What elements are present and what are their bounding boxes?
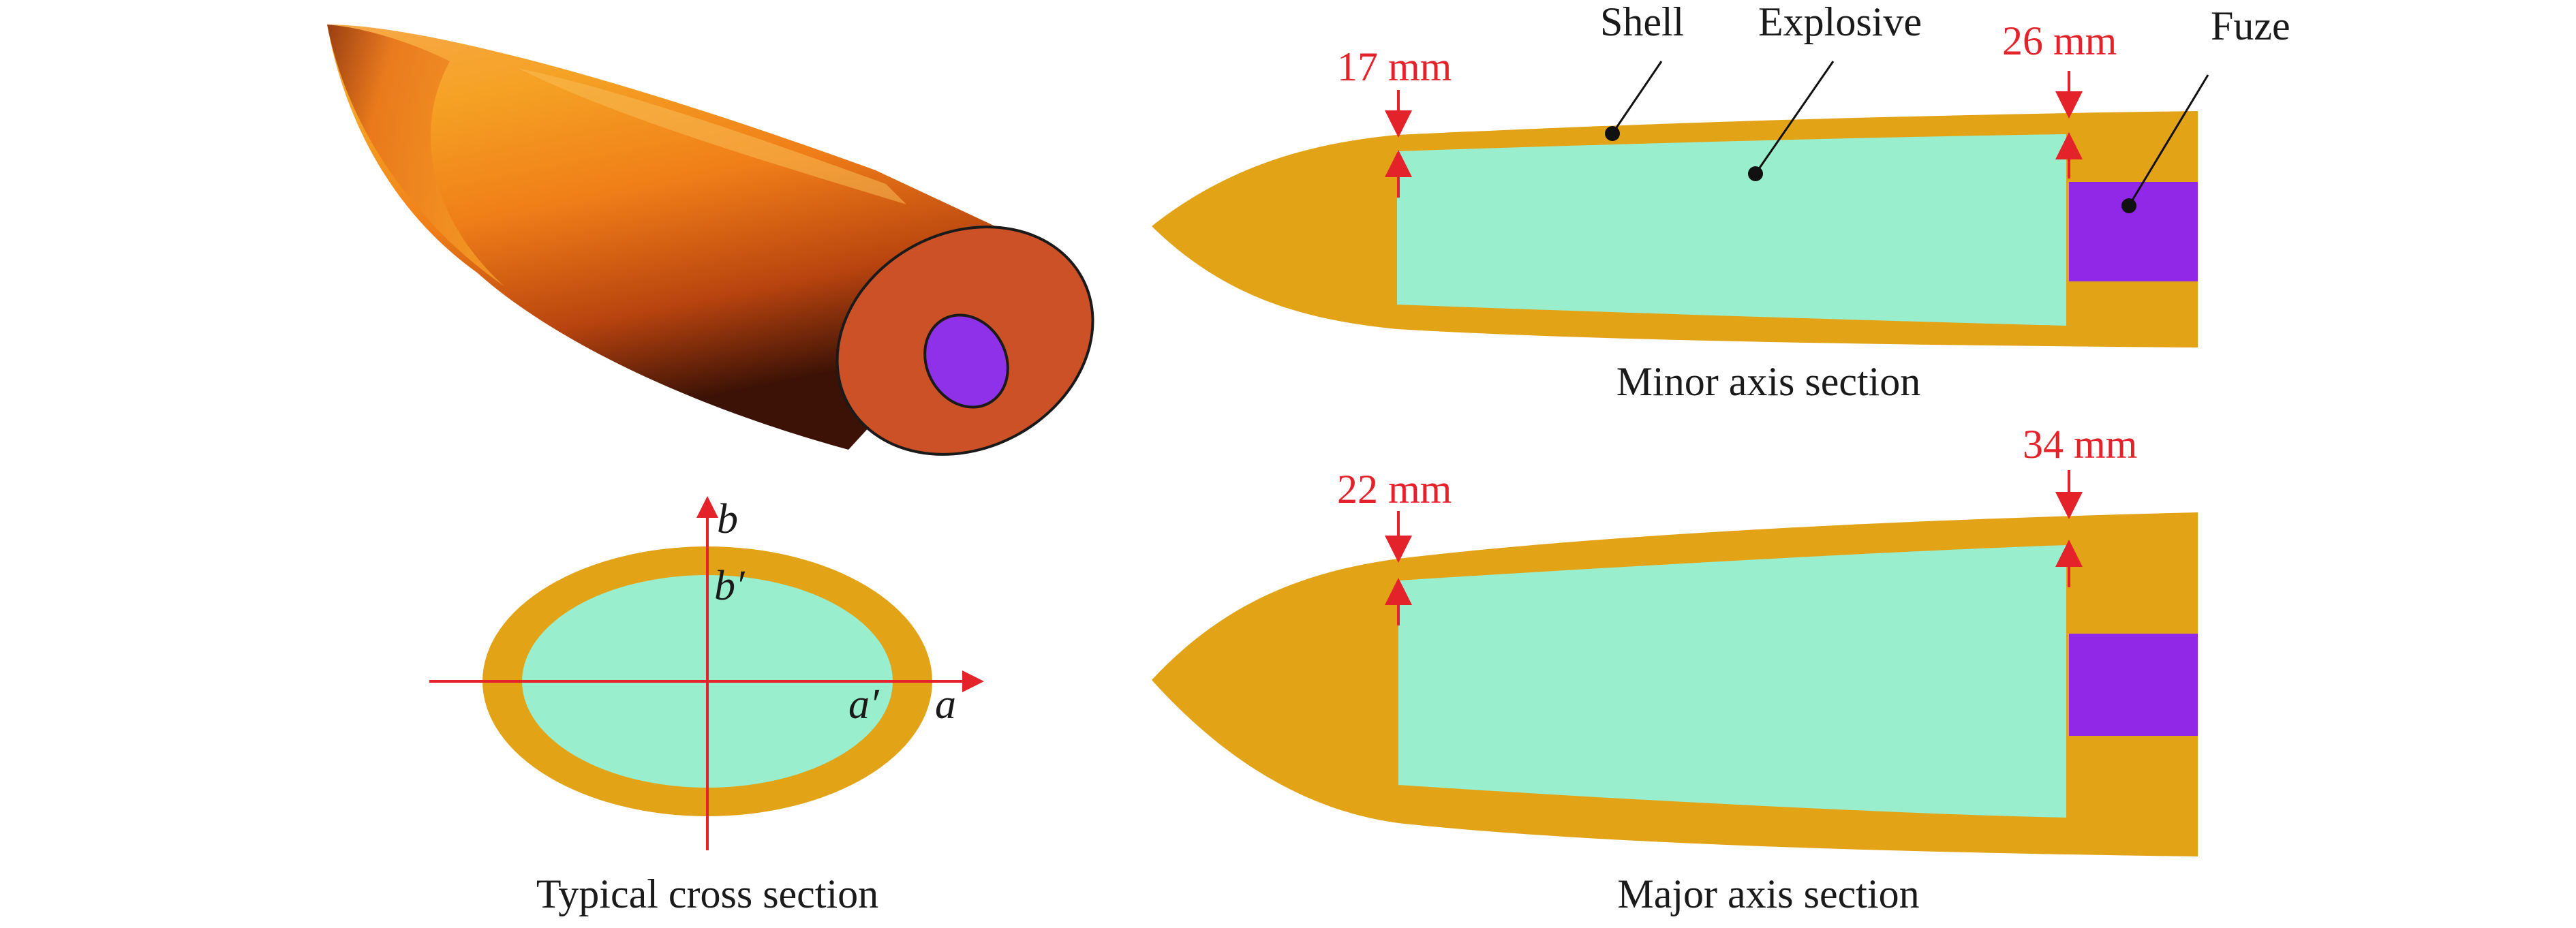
fuze-leader-line: [2128, 74, 2209, 206]
explosive-leader-line: [1754, 61, 1835, 174]
shell-leader-line: [1611, 61, 1663, 134]
projectile-nose-shade: [327, 25, 504, 286]
axis-label-a-prime: a′: [848, 681, 880, 728]
major-fuze: [2069, 634, 2198, 736]
major-explosive: [1398, 545, 2066, 818]
axis-label-b: b: [717, 496, 738, 542]
explosive-leader-dot: [1748, 166, 1763, 181]
explosive-label: Explosive: [1758, 0, 1922, 44]
major-axis-section: 22 mm 34 mm: [1152, 422, 2198, 856]
fuze-label: Fuze: [2211, 3, 2290, 48]
projectile-fuze-face: [923, 313, 1009, 409]
caption-minor-axis-section: Minor axis section: [1616, 359, 1921, 404]
shell-label: Shell: [1600, 0, 1684, 44]
minor-explosive: [1397, 134, 2066, 326]
axis-label-b-prime: b′: [714, 563, 746, 609]
axis-label-a: a: [935, 681, 956, 728]
minor-axis-section: Shell Explosive Fuze 17 mm 26 mm: [1152, 0, 2290, 347]
shell-leader-dot: [1605, 126, 1620, 141]
minor-nose-dimension: 17 mm: [1337, 44, 1452, 89]
projectile-3d-view: [327, 25, 1094, 456]
projectile-highlight: [518, 68, 906, 204]
major-nose-dimension: 22 mm: [1337, 467, 1452, 512]
caption-major-axis-section: Major axis section: [1617, 871, 1919, 916]
fuze-leader-dot: [2121, 198, 2136, 213]
major-tail-dimension: 34 mm: [2023, 422, 2137, 467]
caption-typical-cross-section: Typical cross section: [536, 871, 878, 916]
typical-cross-section: b b′ a′ a: [429, 496, 984, 850]
minor-tail-dimension: 26 mm: [2002, 18, 2117, 63]
